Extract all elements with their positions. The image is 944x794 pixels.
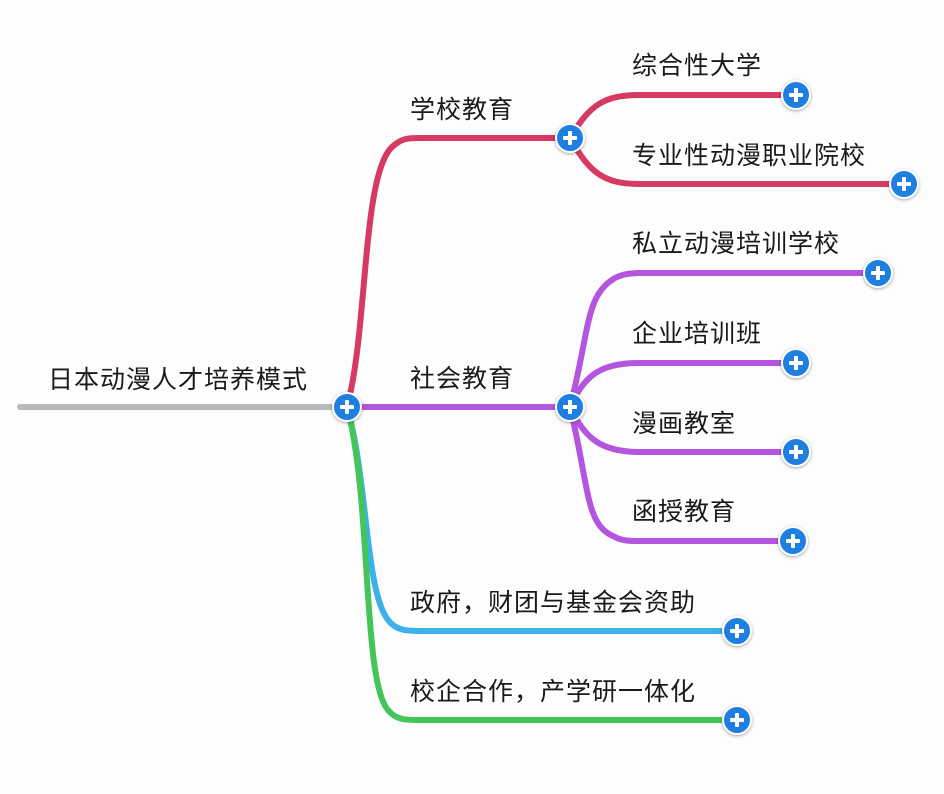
branch-label-government-funding: 政府，财团与基金会资助 [410, 588, 697, 617]
leaf-label-private-school: 私立动漫培训学校 [632, 229, 841, 258]
plus-circle-icon[interactable] [778, 526, 808, 556]
leaf-label-corporate-training: 企业培训班 [632, 319, 763, 348]
plus-circle-icon[interactable] [781, 348, 811, 378]
root-node-label: 日本动漫人才培养模式 [48, 365, 309, 394]
connector-private-school [567, 270, 881, 410]
plus-circle-icon[interactable] [722, 705, 752, 735]
branch-label-school-enterprise: 校企合作，产学研一体化 [410, 677, 697, 706]
leaf-label-vocational-college: 专业性动漫职业院校 [632, 141, 867, 170]
connector-comprehensive-university [567, 92, 799, 141]
connector-school-enterprise [344, 404, 740, 723]
plus-circle-icon[interactable] [555, 123, 585, 153]
branch-label-social-education: 社会教育 [410, 364, 515, 393]
connector-correspondence [567, 404, 796, 544]
plus-circle-icon[interactable] [332, 392, 362, 422]
plus-circle-icon[interactable] [781, 80, 811, 110]
connector-corporate-training [567, 360, 799, 410]
leaf-label-correspondence: 函授教育 [632, 497, 737, 526]
leaf-label-comprehensive-university: 综合性大学 [632, 51, 763, 80]
connector-school-education [344, 135, 573, 410]
plus-circle-icon[interactable] [781, 437, 811, 467]
plus-circle-icon[interactable] [555, 392, 585, 422]
leaf-label-manga-classroom: 漫画教室 [632, 409, 737, 438]
plus-circle-icon[interactable] [889, 169, 919, 199]
branch-label-school-education: 学校教育 [410, 95, 515, 124]
plus-circle-icon[interactable] [863, 258, 893, 288]
plus-circle-icon[interactable] [722, 616, 752, 646]
